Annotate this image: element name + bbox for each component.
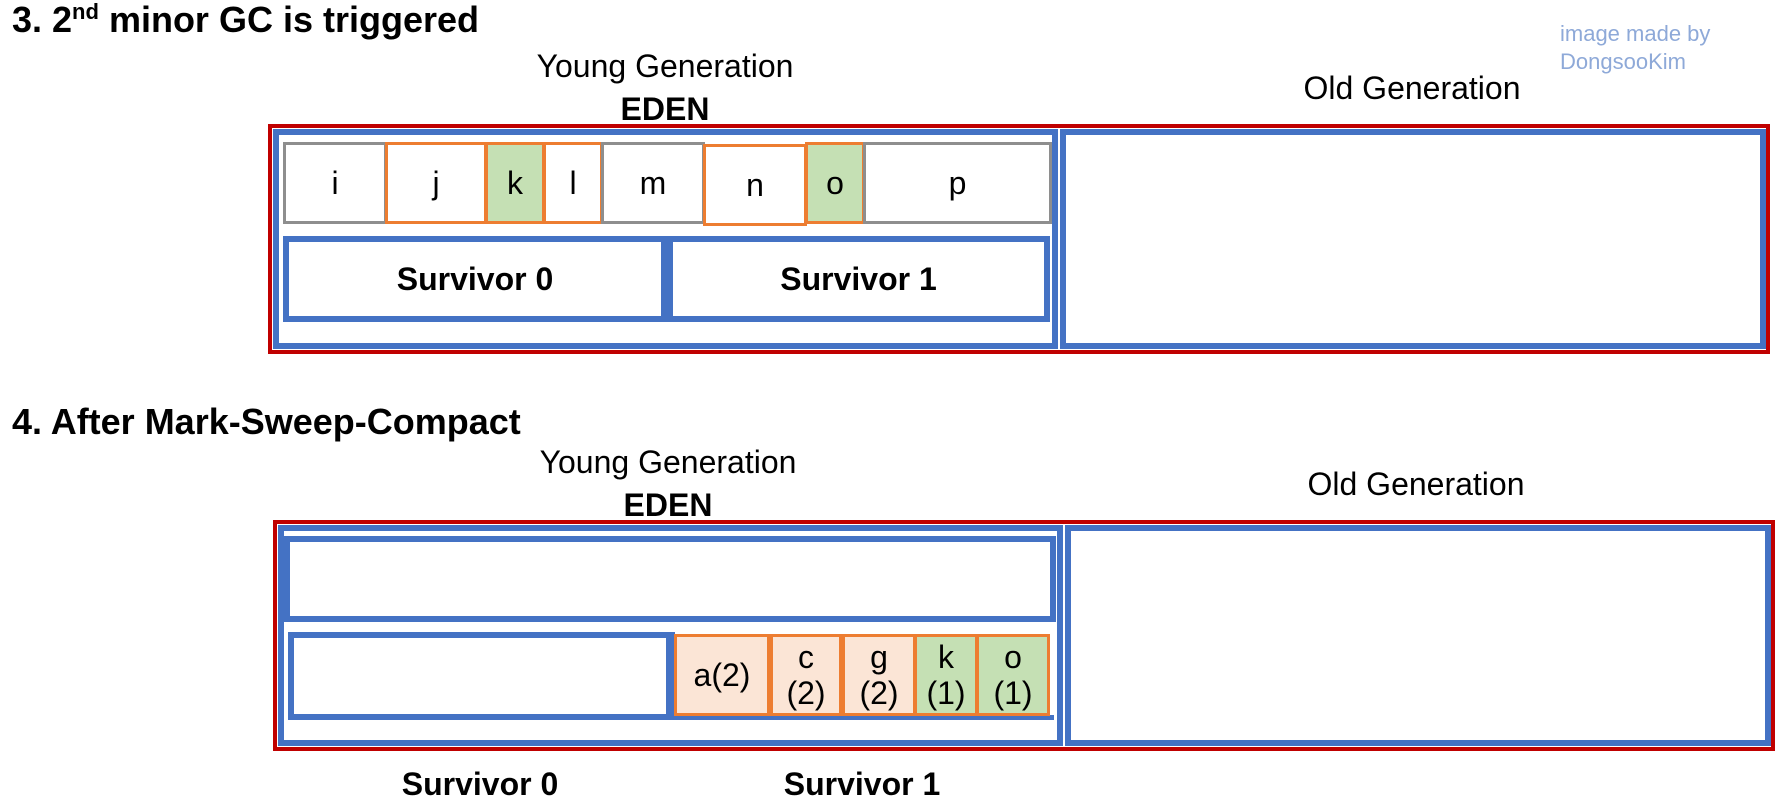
eden-object-i: i: [283, 142, 387, 224]
survivor-object-o1-name: o: [1004, 639, 1022, 675]
step3-heap: [268, 124, 1770, 354]
step3-young-generation: [273, 129, 1058, 349]
survivor-object-c2-name: c: [798, 639, 814, 675]
step3-young-generation-label: Young Generation: [536, 48, 794, 84]
survivor-object-g2: g (2): [842, 634, 916, 716]
eden-object-m: m: [601, 142, 705, 224]
step4-young-generation: [278, 525, 1063, 746]
survivor-object-k1-name: k: [938, 639, 954, 675]
step3-eden-space: i j k l m n o p: [283, 142, 1052, 226]
step4-survivor-0: [288, 632, 672, 720]
credit-line-1: image made by: [1560, 21, 1711, 46]
step4-survivor-0-label: Survivor 0: [401, 766, 559, 802]
survivor-object-o1-age: (1): [993, 675, 1033, 711]
step3-survivor-0-label: Survivor 0: [396, 260, 554, 297]
survivor-object-k1-age: (1): [926, 675, 966, 711]
step4-old-generation: [1065, 525, 1771, 746]
eden-object-n: n: [703, 144, 807, 226]
step4-eden-label: EDEN: [623, 487, 713, 523]
step4-heap: [273, 520, 1775, 751]
survivor-object-c2-age: (2): [786, 675, 826, 711]
eden-object-l: l: [543, 142, 603, 224]
step4-young-generation-label: Young Generation: [539, 444, 797, 480]
step3-heading: 3. 2nd minor GC is triggered: [12, 0, 479, 40]
step3-old-generation-label: Old Generation: [1303, 70, 1521, 106]
eden-object-p: p: [863, 142, 1052, 224]
step4-heading: 4. After Mark-Sweep-Compact: [12, 401, 521, 442]
survivor-object-k1: k (1): [914, 634, 978, 716]
eden-object-k: k: [485, 142, 545, 224]
step4-survivor-1-label: Survivor 1: [783, 766, 941, 802]
step3-survivor-0: Survivor 0: [283, 236, 667, 322]
step4-eden-space: [284, 536, 1056, 622]
survivor-object-c2: c (2): [770, 634, 842, 716]
survivor-object-o1: o (1): [976, 634, 1050, 716]
step4-old-generation-label: Old Generation: [1307, 466, 1525, 502]
step3-survivor-1-label: Survivor 1: [780, 260, 937, 297]
survivor-object-g2-age: (2): [859, 675, 899, 711]
eden-object-j: j: [385, 142, 487, 224]
step3-eden-label: EDEN: [620, 91, 710, 127]
step4-survivor-1: a(2) c (2) g (2) k (1) o (1): [668, 632, 1054, 720]
eden-object-o: o: [805, 142, 865, 224]
credit-line-2: DongsooKim: [1560, 49, 1686, 74]
survivor-object-g2-name: g: [870, 639, 888, 675]
step4-survivor-1-frame: [668, 632, 1054, 720]
step3-survivor-1: Survivor 1: [667, 236, 1050, 322]
credit-text: image made by DongsooKim: [1560, 20, 1710, 76]
survivor-object-a2: a(2): [674, 634, 770, 716]
step3-old-generation: [1060, 129, 1766, 349]
